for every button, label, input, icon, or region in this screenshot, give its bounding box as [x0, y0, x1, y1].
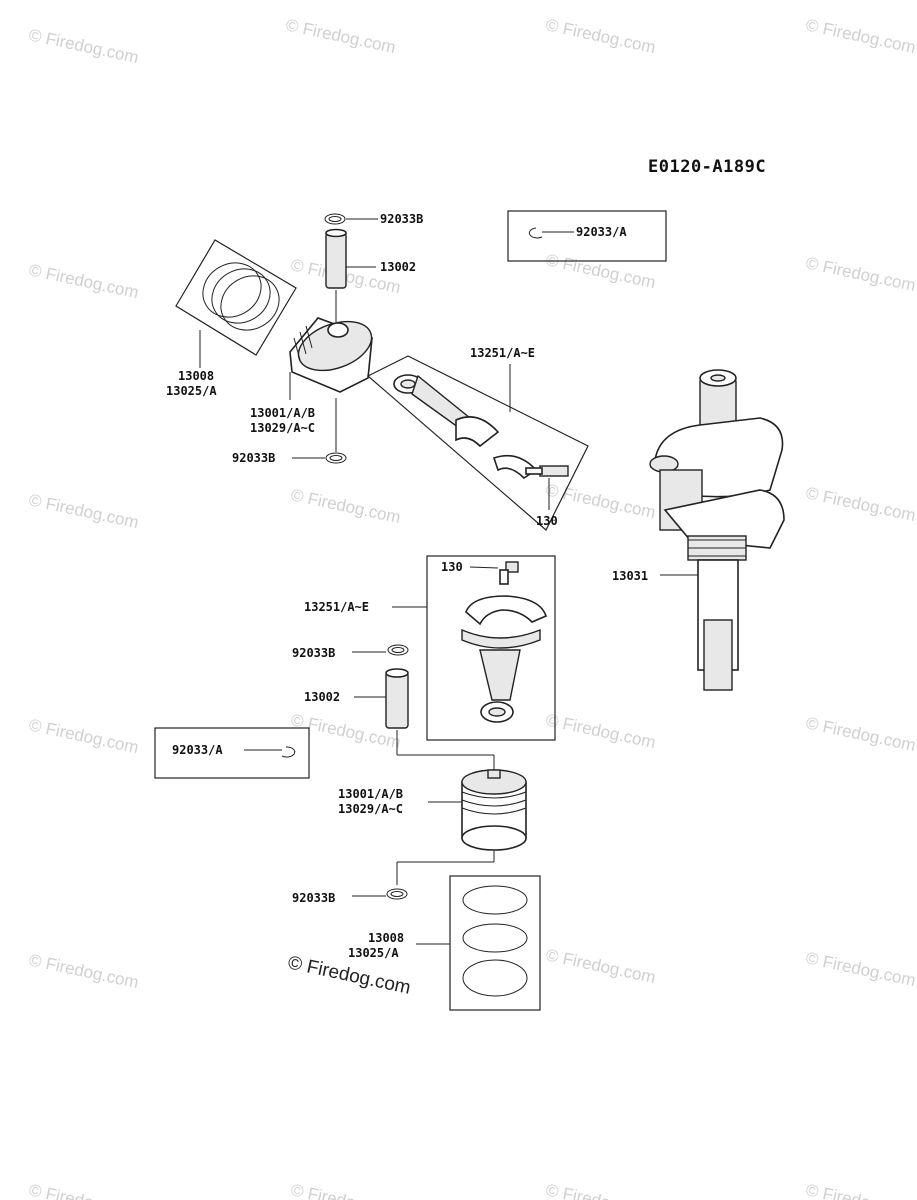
label-13008-bottom: 13008 — [368, 931, 404, 945]
label-13251-top: 13251/A~E — [470, 346, 535, 360]
watermark: © Firedog.com — [804, 15, 917, 57]
label-130-top: 130 — [536, 514, 558, 528]
label-92033a-bottom: 92033/A — [172, 743, 223, 757]
watermark: © Firedog.com — [27, 490, 140, 532]
clip-a-top — [528, 227, 574, 239]
piston-pin-bottom — [354, 668, 495, 770]
watermark: © Firedog.com — [544, 480, 657, 522]
watermark: © Firedog.com — [544, 250, 657, 292]
watermark: © Firedog.com — [804, 713, 917, 755]
label-13029ac-bottom: 13029/A~C — [338, 802, 403, 816]
watermark: © Firedog.com — [804, 948, 917, 990]
connecting-rod-top — [393, 374, 538, 480]
piston-rings-top — [202, 262, 280, 331]
watermark: © Firedog.com — [544, 15, 657, 57]
watermark: © Firedog.com — [289, 485, 402, 527]
label-92033a-top: 92033/A — [576, 225, 627, 239]
watermark: © Firedog.com — [544, 1180, 657, 1200]
piston-bottom — [461, 769, 527, 851]
label-13025a-top: 13025/A — [166, 384, 217, 398]
watermark: © Firedog.com — [544, 710, 657, 752]
rings-box-bottom — [449, 875, 541, 1011]
label-92033b-bottom: 92033B — [292, 646, 335, 660]
connecting-rod-bottom — [461, 595, 547, 723]
watermark: © Firedog.com — [27, 715, 140, 757]
watermark: © Firedog.com — [284, 15, 397, 57]
label-13031: 13031 — [612, 569, 648, 583]
label-92033b-bottom-lower: 92033B — [292, 891, 335, 905]
diagram-code: E0120-A189C — [648, 157, 766, 177]
label-92033b-top: 92033B — [380, 212, 423, 226]
conrod-box-top — [366, 355, 589, 531]
clip-a-bottom — [244, 746, 296, 758]
rings-box-top — [175, 239, 297, 356]
piston-pin-clip-top — [324, 213, 378, 225]
watermark: © Firedog.com — [289, 1180, 402, 1200]
conrod-bolt-top — [525, 465, 569, 510]
piston-pin-top — [325, 228, 376, 322]
label-13008-top: 13008 — [178, 369, 214, 383]
watermark: © Firedog.com — [27, 950, 140, 992]
watermark: © Firedog.com — [804, 1180, 917, 1200]
label-13251-bottom: 13251/A~E — [304, 600, 369, 614]
piston-pin-clip-bottom-lower — [352, 888, 408, 900]
piston-pin-clip-top-lower — [292, 452, 347, 464]
conrod-bolt-bottom — [499, 561, 519, 585]
label-130-bottom: 130 — [441, 560, 463, 574]
watermark: © Firedog.com — [27, 25, 140, 67]
inset-box-clip-a-top — [507, 210, 667, 262]
conrod-box-bottom — [426, 555, 556, 741]
label-13002-top: 13002 — [380, 260, 416, 274]
watermark: © Firedog.com — [27, 1180, 140, 1200]
label-13001ab-top: 13001/A/B — [250, 406, 315, 420]
label-92033b-top-lower: 92033B — [232, 451, 275, 465]
watermark: © Firedog.com — [27, 260, 140, 302]
piston-rings-bottom — [462, 885, 528, 997]
inset-box-clip-a-bottom — [154, 727, 310, 779]
crankshaft — [649, 369, 785, 691]
label-13029ac-top: 13029/A~C — [250, 421, 315, 435]
label-13002-bottom: 13002 — [304, 690, 340, 704]
piston-top — [289, 317, 373, 393]
label-13025a-bottom: 13025/A — [348, 946, 399, 960]
piston-pin-clip-bottom — [352, 644, 409, 656]
label-13001ab-bottom: 13001/A/B — [338, 787, 403, 801]
watermark: © Firedog.com — [804, 253, 917, 295]
watermark: © Firedog.com — [804, 483, 917, 525]
watermark: © Firedog.com — [544, 945, 657, 987]
